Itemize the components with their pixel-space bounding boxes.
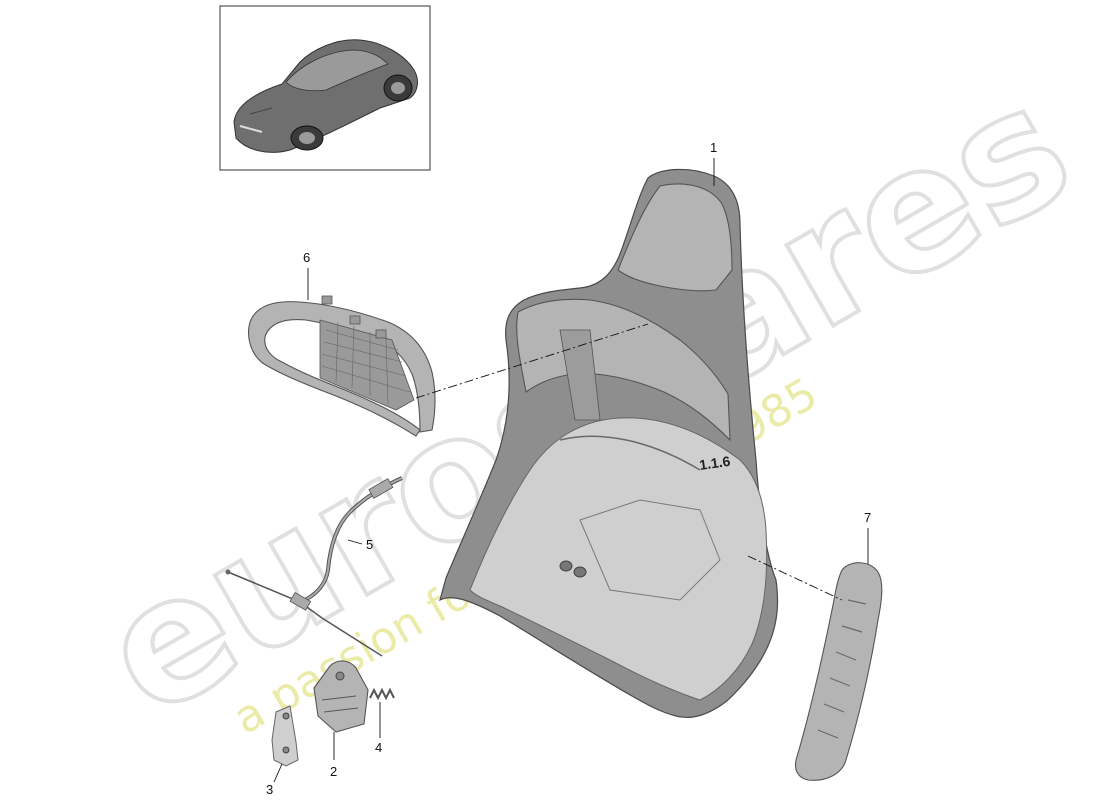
leader-lines bbox=[273, 158, 869, 783]
part-5-release-cable bbox=[225, 476, 403, 657]
car-icon bbox=[233, 39, 418, 153]
part-7-side-pad bbox=[794, 562, 883, 781]
part-1-seat-backrest-shell: 1.1.6 bbox=[439, 168, 779, 719]
callout-2: 2 bbox=[330, 764, 337, 779]
callout-7: 7 bbox=[864, 510, 871, 525]
callout-1: 1 bbox=[710, 140, 717, 155]
part-4-spring bbox=[369, 687, 395, 701]
vehicle-thumbnail bbox=[219, 5, 431, 171]
part-2-latch bbox=[313, 660, 369, 733]
callout-6: 6 bbox=[303, 250, 310, 265]
callout-4: 4 bbox=[375, 740, 382, 755]
part-3-bracket bbox=[271, 705, 299, 767]
callout-5: 5 bbox=[366, 537, 373, 552]
callouts: 1 2 3 4 5 6 7 bbox=[266, 140, 871, 797]
part-6-trim-frame bbox=[247, 295, 436, 437]
seat-marking: 1.1.6 bbox=[698, 453, 731, 473]
callout-3: 3 bbox=[266, 782, 273, 797]
